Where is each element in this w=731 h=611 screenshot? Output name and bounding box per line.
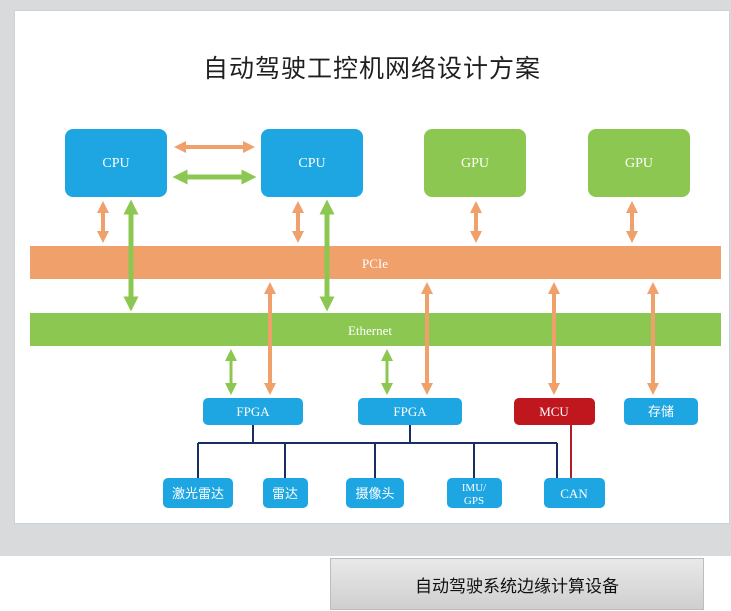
lidar-node (163, 478, 233, 508)
cpu-node-1 (65, 129, 167, 197)
radar-node-label: 雷达 (272, 486, 298, 501)
gpu-node-2 (588, 129, 690, 197)
gpu-node-1-label: GPU (461, 156, 489, 171)
fpga-node-1-label: FPGA (236, 404, 270, 419)
imu-gps-node (447, 478, 502, 508)
gpu-node-1 (424, 129, 526, 197)
storage-node (624, 398, 698, 425)
slide-title: 自动驾驶工控机网络设计方案 (202, 54, 541, 83)
cpu-node-2 (261, 129, 363, 197)
can-node-label: CAN (560, 486, 588, 501)
imu-gps-label-line2: GPS (464, 495, 484, 507)
fpga-node-1 (203, 398, 303, 425)
cpu-node-2-label: CPU (298, 156, 325, 171)
ethernet-bus-label: Ethernet (348, 323, 392, 338)
fpga-node-2 (358, 398, 462, 425)
mcu-node-label: MCU (539, 404, 569, 419)
mcu-node (514, 398, 595, 425)
gpu-node-2-label: GPU (625, 156, 653, 171)
pcie-bus-label: PCIe (362, 256, 388, 271)
caption-button[interactable]: 自动驾驶系统边缘计算设备 (330, 558, 704, 610)
sensor-wiring (197, 425, 572, 478)
camera-node (346, 478, 404, 508)
radar-node (263, 478, 308, 508)
cpu-node-1-label: CPU (102, 156, 129, 171)
network-diagram: PCIe Ethernet CPU CPU GPU GPU FPGA FPGA … (30, 129, 721, 508)
can-node (544, 478, 605, 508)
imu-gps-label-line1: IMU/ (462, 482, 487, 494)
camera-node-label: 摄像头 (355, 486, 394, 501)
lidar-node-label: 激光雷达 (172, 486, 224, 501)
pcie-bus (30, 246, 721, 279)
fpga-node-2-label: FPGA (393, 404, 427, 419)
ethernet-bus (30, 313, 721, 346)
storage-node-label: 存储 (648, 404, 674, 419)
